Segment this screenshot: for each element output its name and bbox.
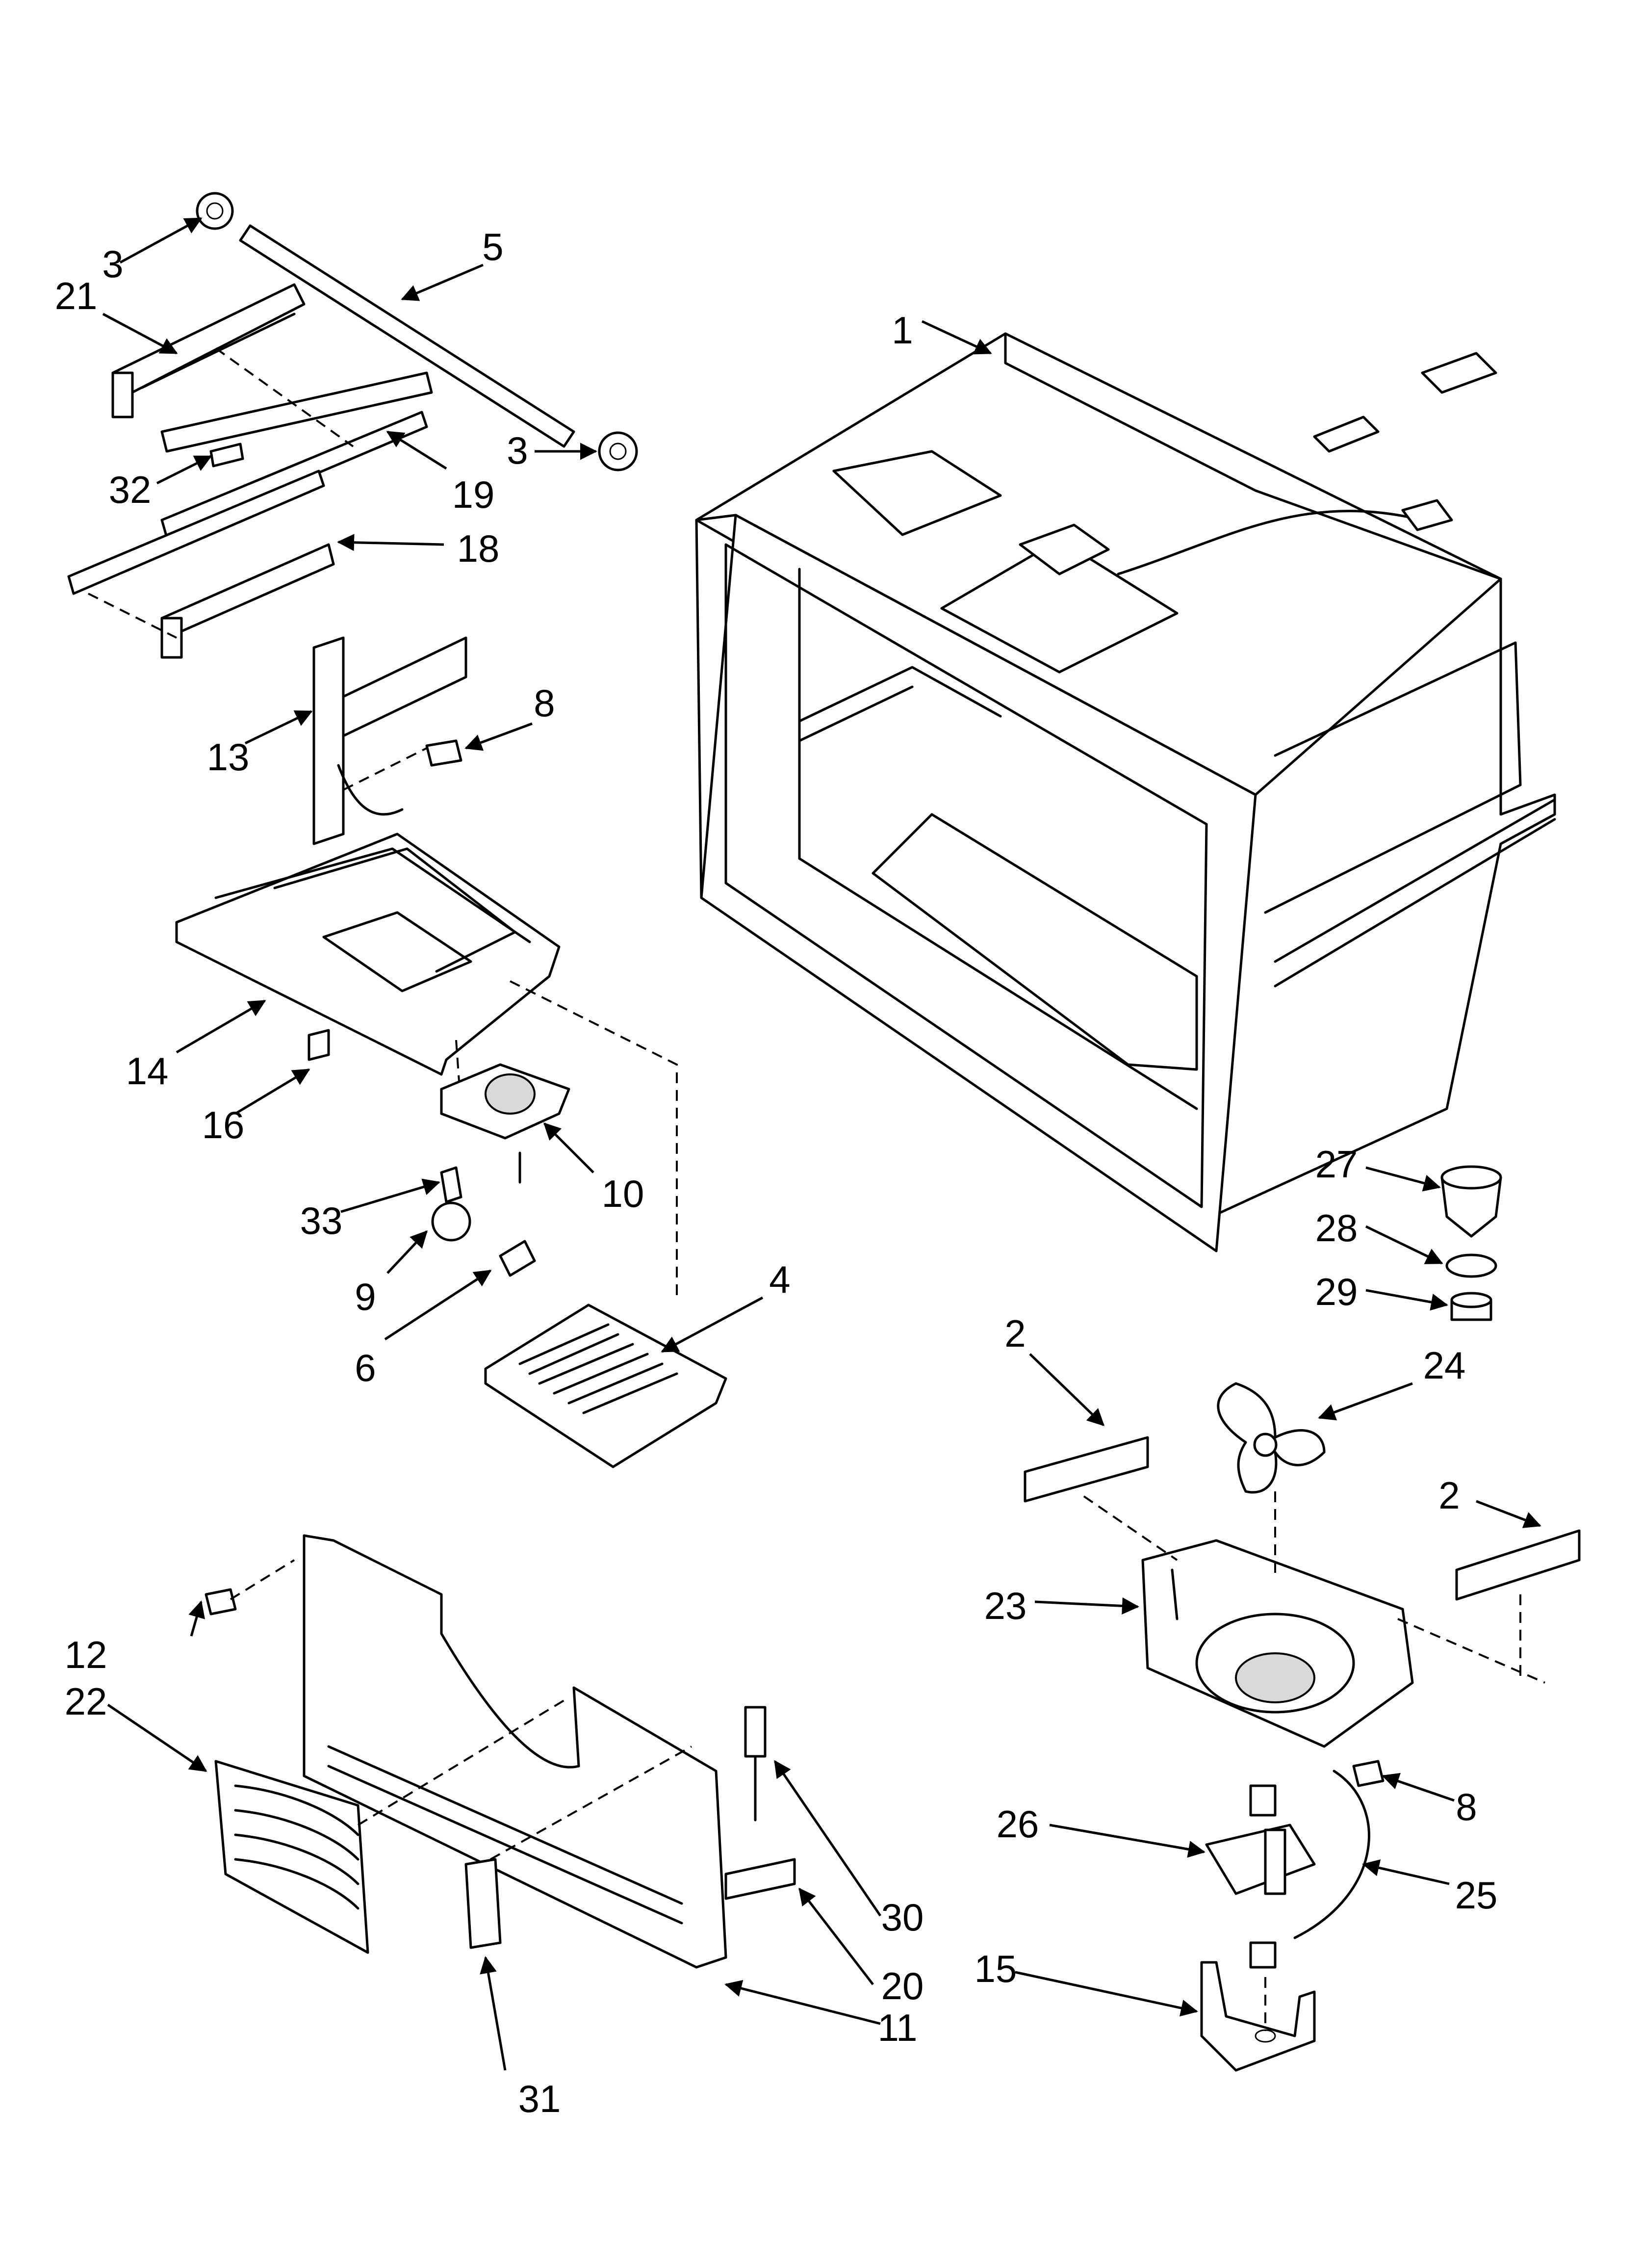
light-shield-part xyxy=(484,1303,727,1468)
callout-labels: 1 2 2 3 3 4 5 6 8 8 9 10 11 12 13 14 15 … xyxy=(55,225,1498,2120)
callout-10: 10 xyxy=(602,1172,644,1215)
callout-22: 22 xyxy=(65,1680,107,1723)
callout-27: 27 xyxy=(1315,1143,1358,1186)
callout-23: 23 xyxy=(984,1584,1027,1627)
light-housing-tray-part xyxy=(175,833,678,1295)
freezer-liner-part xyxy=(695,332,1556,1252)
light-socket-parts xyxy=(431,1063,570,1277)
callout-24: 24 xyxy=(1423,1344,1466,1387)
callout-26: 26 xyxy=(997,1802,1039,1846)
callout-16: 16 xyxy=(202,1103,245,1147)
callout-8-top: 8 xyxy=(534,681,555,725)
callout-31: 31 xyxy=(518,2077,561,2120)
callout-33: 33 xyxy=(300,1199,343,1242)
callout-29: 29 xyxy=(1315,1270,1358,1313)
callout-5: 5 xyxy=(482,225,503,268)
callout-9: 9 xyxy=(355,1275,376,1318)
callout-21: 21 xyxy=(55,274,98,317)
callout-2-right: 2 xyxy=(1438,1474,1460,1517)
callout-4: 4 xyxy=(769,1258,790,1301)
callout-18: 18 xyxy=(457,527,500,570)
callout-25: 25 xyxy=(1455,1874,1498,1917)
callout-30: 30 xyxy=(881,1896,924,1939)
callout-8-bottom: 8 xyxy=(1456,1785,1477,1828)
callout-12: 12 xyxy=(65,1633,107,1676)
callout-1: 1 xyxy=(892,309,913,352)
bracket-part xyxy=(312,636,467,845)
callout-2-left: 2 xyxy=(1004,1312,1026,1355)
callout-3-top: 3 xyxy=(102,242,123,286)
callout-6: 6 xyxy=(355,1346,376,1389)
evaporator-cover-parts xyxy=(205,1534,796,1969)
callout-3-right: 3 xyxy=(507,429,528,472)
damper-parts xyxy=(1440,1165,1502,1321)
callout-20: 20 xyxy=(881,1964,924,2007)
fan-assembly-parts xyxy=(1024,1382,1581,2072)
shelf-slide-parts xyxy=(67,192,638,659)
callout-32: 32 xyxy=(109,468,152,511)
callout-28: 28 xyxy=(1315,1206,1358,1250)
callout-15: 15 xyxy=(975,1947,1017,1990)
callout-14: 14 xyxy=(126,1049,169,1093)
callout-13: 13 xyxy=(207,735,250,779)
callout-19: 19 xyxy=(452,473,495,516)
leader-lines xyxy=(102,217,1541,2071)
callout-11: 11 xyxy=(878,2006,918,2049)
